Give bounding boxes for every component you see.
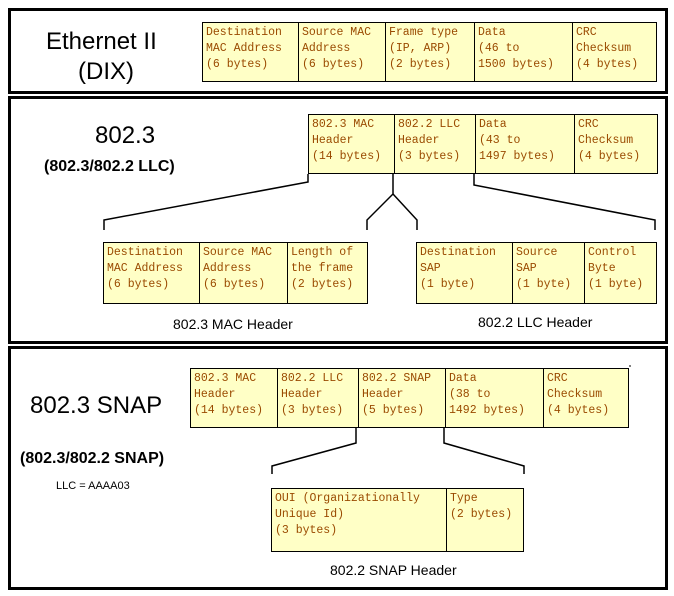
ieee8023-subtitle: (802.3/802.2 LLC) [44, 158, 175, 175]
snap-frame: 802.3 MAC Header (14 bytes) 802.2 LLC He… [190, 368, 629, 428]
snap-subtitle: (802.3/802.2 SNAP) [20, 450, 165, 467]
frame-field: 802.3 MAC Header (14 bytes) [309, 115, 395, 173]
snap-header-caption: 802.2 SNAP Header [330, 562, 457, 578]
llc-header-field: Control Byte (1 byte) [588, 246, 644, 291]
llc-header-detail: Destination SAP (1 byte) Source SAP (1 b… [416, 242, 657, 304]
frame-field: Data (43 to 1497 bytes) [476, 115, 575, 173]
snap-connector-left [271, 428, 357, 474]
mac-header-caption: 802.3 MAC Header [173, 316, 293, 332]
frame-field: 802.2 SNAP Header (5 bytes) [359, 369, 446, 427]
frame-field: Frame type (IP, ARP) (2 bytes) [386, 23, 475, 81]
llc-header-field: Source SAP (1 byte) [513, 243, 585, 303]
ieee8023-title: 802.3 [95, 122, 156, 149]
frame-field: 802.2 LLC Header (3 bytes) [395, 115, 476, 173]
snap-title: 802.3 SNAP [30, 392, 163, 419]
mac-header-connector [103, 174, 309, 230]
frame-field: 802.2 LLC Header (3 bytes) [278, 369, 359, 427]
snap-header-field: Type (2 bytes) [450, 492, 513, 521]
snap-connector-right [443, 428, 525, 474]
ethernet2-subtitle: (DIX) [78, 58, 134, 85]
ieee8023-frame: 802.3 MAC Header (14 bytes) 802.2 LLC He… [308, 114, 658, 174]
frame-field: Source MAC Address (6 bytes) [299, 23, 386, 81]
mac-header-field: Length of the frame (2 bytes) [291, 246, 354, 291]
mac-header-detail: Destination MAC Address (6 bytes) Source… [103, 242, 368, 304]
ethernet2-title: Ethernet II [46, 28, 157, 55]
frame-field: Data (38 to 1492 bytes) [446, 369, 544, 427]
mac-header-field: Source MAC Address (6 bytes) [200, 243, 288, 303]
frame-field: CRC Checksum (4 bytes) [576, 26, 639, 71]
ethernet2-frame: Destination MAC Address (6 bytes) Source… [202, 22, 657, 82]
snap-llc-note: LLC = AAAA03 [56, 480, 130, 492]
llc-header-field: Destination SAP (1 byte) [417, 243, 513, 303]
snap-header-field: OUI (Organizationally Unique Id) (3 byte… [272, 489, 447, 551]
llc-header-connector-right [392, 193, 418, 230]
frame-field: Destination MAC Address (6 bytes) [203, 23, 299, 81]
frame-field: Data (46 to 1500 bytes) [475, 23, 573, 81]
llc-header-connector-left [366, 174, 394, 230]
mac-header-field: Destination MAC Address (6 bytes) [104, 243, 200, 303]
frame-field: 802.3 MAC Header (14 bytes) [191, 369, 278, 427]
frame-field: CRC Checksum (4 bytes) [547, 372, 610, 417]
llc-header-caption: 802.2 LLC Header [478, 314, 593, 330]
snap-header-detail: OUI (Organizationally Unique Id) (3 byte… [271, 488, 524, 552]
frame-field: CRC Checksum (4 bytes) [578, 118, 641, 163]
data-connector [473, 174, 656, 230]
